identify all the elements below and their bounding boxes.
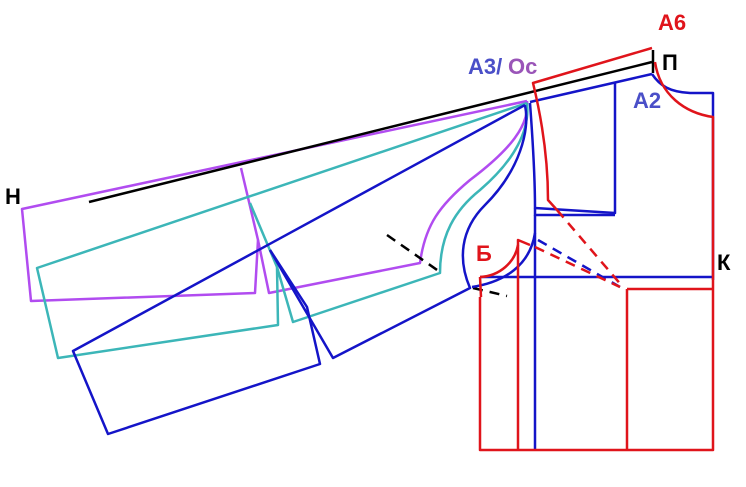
bodice-blue xyxy=(471,72,715,450)
blue-shoulder xyxy=(529,72,653,104)
label-k: К xyxy=(717,250,731,275)
sleeve-teal xyxy=(35,101,529,360)
sleeve-teal-outer xyxy=(35,101,528,360)
bodice-red xyxy=(478,46,715,452)
guide-lines xyxy=(88,50,655,298)
blue-dart xyxy=(528,83,617,215)
sleeve-purple xyxy=(20,99,529,303)
red-b-link xyxy=(478,276,483,298)
red-shoulder xyxy=(531,46,653,211)
red-dash-1 xyxy=(556,209,624,288)
sleeve-purple-inner xyxy=(256,100,529,295)
label-p: П xyxy=(662,50,678,75)
sleeve-blue xyxy=(71,103,528,436)
blue-dash xyxy=(537,238,621,289)
label-b: Б xyxy=(476,241,492,266)
red-b-dart xyxy=(516,238,531,450)
sleeve-blue-outer xyxy=(71,103,526,436)
armhole-dash-2 xyxy=(472,286,508,298)
armhole-dash-1 xyxy=(386,233,441,274)
sleeve-blue-inner xyxy=(268,104,528,360)
label-os: Ос xyxy=(508,54,538,79)
sleeve-teal-inner xyxy=(275,102,529,324)
shoulder-guide-line xyxy=(88,60,653,204)
label-a6: А6 xyxy=(658,10,687,35)
sleeve-purple-outer xyxy=(20,99,528,303)
label-a3: А3/ xyxy=(468,54,503,79)
label-a2: А2 xyxy=(633,88,662,113)
red-neck xyxy=(478,61,715,452)
red-b-curve xyxy=(479,244,520,279)
label-n: Н xyxy=(5,184,21,209)
blue-neck xyxy=(650,73,715,280)
